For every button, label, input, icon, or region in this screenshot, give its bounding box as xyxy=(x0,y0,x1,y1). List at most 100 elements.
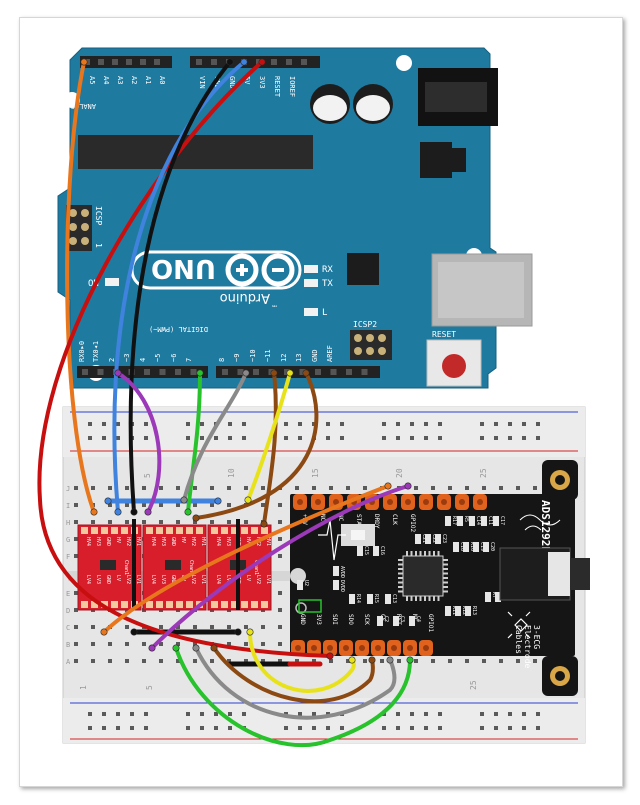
power-rail-hole[interactable] xyxy=(508,422,512,426)
power-rail-hole[interactable] xyxy=(424,726,428,730)
breadboard-hole[interactable] xyxy=(295,659,299,663)
power-rail-hole[interactable] xyxy=(186,422,190,426)
level-shifter-pad[interactable] xyxy=(241,527,248,534)
breadboard-hole[interactable] xyxy=(312,659,316,663)
level-shifter-pad[interactable] xyxy=(121,601,128,608)
wire-end[interactable] xyxy=(384,482,392,490)
power-rail-hole[interactable] xyxy=(508,712,512,716)
breadboard-hole[interactable] xyxy=(227,503,231,507)
power-rail-hole[interactable] xyxy=(116,726,120,730)
wire-end[interactable] xyxy=(196,369,204,377)
power-rail-hole[interactable] xyxy=(144,726,148,730)
power-rail-hole[interactable] xyxy=(410,712,414,716)
icsp-pin[interactable] xyxy=(69,209,77,217)
breadboard-hole[interactable] xyxy=(74,554,78,558)
icsp-pin[interactable] xyxy=(69,237,77,245)
power-rail-hole[interactable] xyxy=(214,712,218,716)
power-rail-hole[interactable] xyxy=(396,712,400,716)
breadboard-hole[interactable] xyxy=(261,625,265,629)
breadboard-hole[interactable] xyxy=(74,591,78,595)
level-shifter-pad[interactable] xyxy=(121,527,128,534)
breadboard-hole[interactable] xyxy=(74,625,78,629)
breadboard-hole[interactable] xyxy=(363,659,367,663)
power-socket[interactable] xyxy=(211,59,217,65)
wire-end[interactable] xyxy=(260,520,268,528)
icsp2-pin[interactable] xyxy=(354,347,362,355)
breadboard-hole[interactable] xyxy=(312,486,316,490)
breadboard-hole[interactable] xyxy=(414,486,418,490)
breadboard-hole[interactable] xyxy=(329,486,333,490)
wire-end[interactable] xyxy=(144,508,152,516)
breadboard-hole[interactable] xyxy=(193,659,197,663)
level-shifter-pad[interactable] xyxy=(221,601,228,608)
breadboard-hole[interactable] xyxy=(346,486,350,490)
wire-end[interactable] xyxy=(226,58,234,66)
breadboard-hole[interactable] xyxy=(244,642,248,646)
level-shifter-pad[interactable] xyxy=(221,527,228,534)
breadboard-hole[interactable] xyxy=(278,537,282,541)
breadboard-hole[interactable] xyxy=(176,486,180,490)
power-rail-hole[interactable] xyxy=(102,726,106,730)
breadboard-hole[interactable] xyxy=(159,503,163,507)
power-rail-hole[interactable] xyxy=(382,436,386,440)
power-socket[interactable] xyxy=(286,59,292,65)
power-rail-hole[interactable] xyxy=(494,436,498,440)
power-rail-hole[interactable] xyxy=(480,726,484,730)
breadboard-hole[interactable] xyxy=(108,520,112,524)
icsp2-pin[interactable] xyxy=(378,334,386,342)
breadboard-hole[interactable] xyxy=(516,486,520,490)
breadboard-hole[interactable] xyxy=(74,642,78,646)
breadboard-hole[interactable] xyxy=(431,659,435,663)
power-rail-hole[interactable] xyxy=(480,712,484,716)
level-shifter-pad[interactable] xyxy=(146,527,153,534)
breadboard-hole[interactable] xyxy=(278,520,282,524)
power-rail-hole[interactable] xyxy=(102,436,106,440)
power-rail-hole[interactable] xyxy=(200,726,204,730)
power-rail-hole[interactable] xyxy=(298,712,302,716)
level-shifter-pad[interactable] xyxy=(251,527,258,534)
level-shifter-pad[interactable] xyxy=(261,527,268,534)
power-rail-hole[interactable] xyxy=(228,422,232,426)
power-rail-hole[interactable] xyxy=(410,422,414,426)
power-rail-hole[interactable] xyxy=(284,726,288,730)
breadboard-hole[interactable] xyxy=(159,642,163,646)
breadboard-hole[interactable] xyxy=(108,659,112,663)
power-rail-hole[interactable] xyxy=(88,712,92,716)
breadboard-hole[interactable] xyxy=(74,659,78,663)
wire-end[interactable] xyxy=(246,628,254,636)
power-rail-hole[interactable] xyxy=(410,436,414,440)
breadboard-hole[interactable] xyxy=(227,625,231,629)
level-shifter-pad[interactable] xyxy=(186,527,193,534)
breadboard-hole[interactable] xyxy=(108,642,112,646)
power-rail-hole[interactable] xyxy=(200,422,204,426)
breadboard-hole[interactable] xyxy=(516,659,520,663)
power-rail-hole[interactable] xyxy=(410,726,414,730)
breadboard-hole[interactable] xyxy=(108,486,112,490)
breadboard-hole[interactable] xyxy=(227,659,231,663)
power-rail-hole[interactable] xyxy=(130,726,134,730)
breadboard-hole[interactable] xyxy=(278,659,282,663)
level-shifter-pad[interactable] xyxy=(91,601,98,608)
breadboard-hole[interactable] xyxy=(431,486,435,490)
wire-end[interactable] xyxy=(326,652,334,660)
digital-socket[interactable] xyxy=(222,369,228,375)
level-shifter-pad[interactable] xyxy=(176,601,183,608)
wire-end[interactable] xyxy=(114,369,122,377)
wire-end[interactable] xyxy=(406,656,414,664)
breadboard-hole[interactable] xyxy=(261,486,265,490)
breadboard-hole[interactable] xyxy=(176,520,180,524)
breadboard-hole[interactable] xyxy=(159,486,163,490)
power-rail-hole[interactable] xyxy=(200,436,204,440)
power-rail-hole[interactable] xyxy=(326,726,330,730)
digital-socket[interactable] xyxy=(253,369,259,375)
wire-end[interactable] xyxy=(184,508,192,516)
power-rail-hole[interactable] xyxy=(116,436,120,440)
icsp-pin[interactable] xyxy=(81,223,89,231)
analog-socket[interactable] xyxy=(140,59,146,65)
breadboard-hole[interactable] xyxy=(125,625,129,629)
wire-end[interactable] xyxy=(210,644,218,652)
digital-socket[interactable] xyxy=(330,369,337,375)
wire-end[interactable] xyxy=(180,496,188,504)
breadboard-hole[interactable] xyxy=(227,520,231,524)
breadboard-hole[interactable] xyxy=(91,520,95,524)
